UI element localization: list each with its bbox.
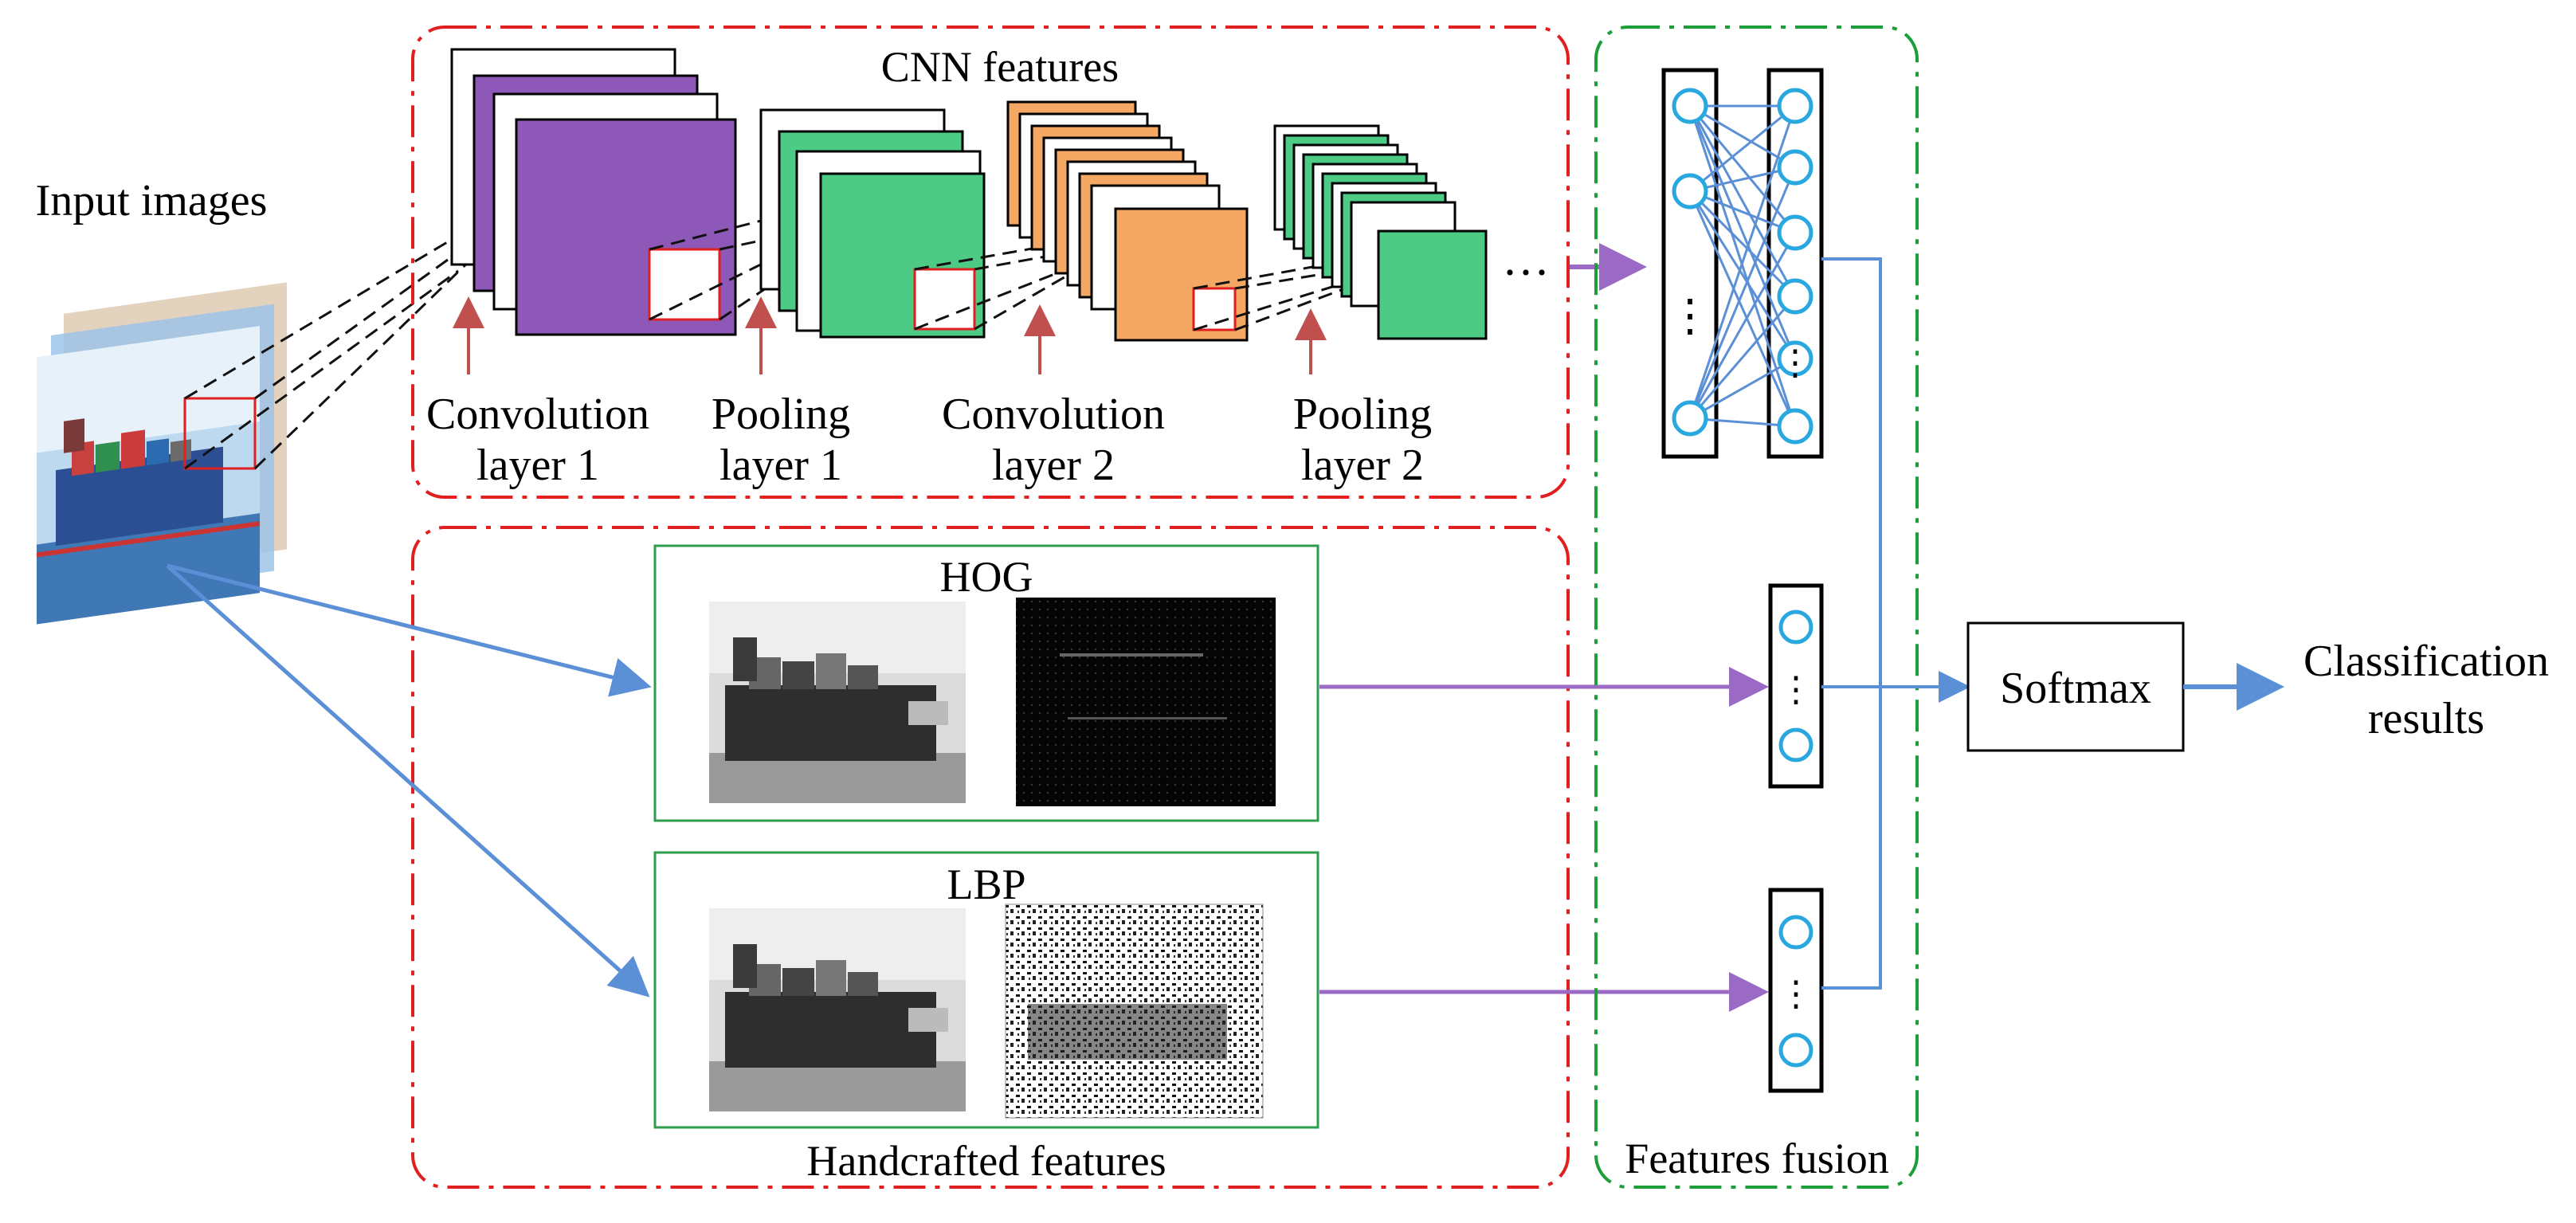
hog-title: HOG [940, 553, 1033, 601]
conv-layer-1-label-line1: Convolution [426, 390, 649, 439]
fc-left-node [1672, 88, 1708, 124]
conv1-crop-box [648, 248, 721, 321]
softmax-label: Softmax [2000, 664, 2151, 713]
fc-left-node [1672, 400, 1708, 437]
pool-layer-1-label-line2: layer 1 [719, 441, 842, 490]
softmax-box [1966, 621, 2185, 752]
fc-left-vdots: ⋮ [1668, 292, 1712, 341]
hog-vector-vdots: ⋮ [1778, 670, 1813, 709]
features-fusion-title: Features fusion [1625, 1135, 1888, 1182]
hog-ship-grayscale-photo-icon [709, 602, 966, 803]
input-crop-box [183, 397, 257, 470]
conv-layer-2-label-line1: Convolution [942, 390, 1165, 439]
lbp-vector-vdots: ⋮ [1778, 974, 1813, 1013]
fc-right-node [1777, 214, 1813, 251]
conv-layer-1-label-line2: layer 1 [476, 441, 599, 490]
cnn-features-panel [411, 25, 1570, 499]
hog-feature-vector: ⋮ [1768, 583, 1824, 789]
fc-right-node [1777, 408, 1813, 445]
fusion-merge-lines [1821, 257, 1970, 990]
fc-right-node [1777, 340, 1813, 377]
classification-results-line2: results [2368, 694, 2484, 743]
lbp-ship-grayscale-photo-icon [709, 908, 966, 1111]
layer-pointer-arrows [453, 296, 1327, 374]
pool-layer-2-label-line1: Pooling [1293, 390, 1432, 439]
lbp-feature-map-icon [1005, 904, 1264, 1119]
fc-network: ⋮ ⋮ [1661, 68, 1824, 459]
cnn-ellipsis: ··· [1502, 246, 1550, 299]
handcrafted-features-panel [411, 526, 1570, 1189]
input-images-label: Input images [36, 176, 268, 225]
cnn-features-title: CNN features [881, 43, 1119, 91]
pool-layer-2-stack [1273, 124, 1488, 340]
pool-layer-2-label-line2: layer 2 [1301, 441, 1424, 490]
conv-layer-2-label-line2: layer 2 [992, 441, 1115, 490]
fc-right-node [1777, 88, 1813, 124]
features-fusion-panel [1594, 25, 1919, 1189]
conv2-crop-box [1192, 287, 1237, 331]
ship-photo-stack-icon [37, 282, 287, 625]
lbp-title: LBP [947, 860, 1025, 908]
fc-right-node [1777, 149, 1813, 186]
pool-layer-1-label-line1: Pooling [712, 390, 850, 439]
handcrafted-features-title: Handcrafted features [806, 1137, 1166, 1185]
hog-feature-map-icon [1016, 598, 1276, 806]
pool1-crop-box [913, 268, 976, 331]
input-to-handcrafted-arrows [166, 563, 652, 998]
classification-results-line1: Classification [2304, 637, 2549, 686]
fc-right-vdots: ⋮ [1778, 343, 1813, 382]
fc-right-node [1777, 278, 1813, 315]
lbp-feature-vector: ⋮ [1768, 888, 1824, 1093]
fc-left-node [1672, 173, 1708, 210]
